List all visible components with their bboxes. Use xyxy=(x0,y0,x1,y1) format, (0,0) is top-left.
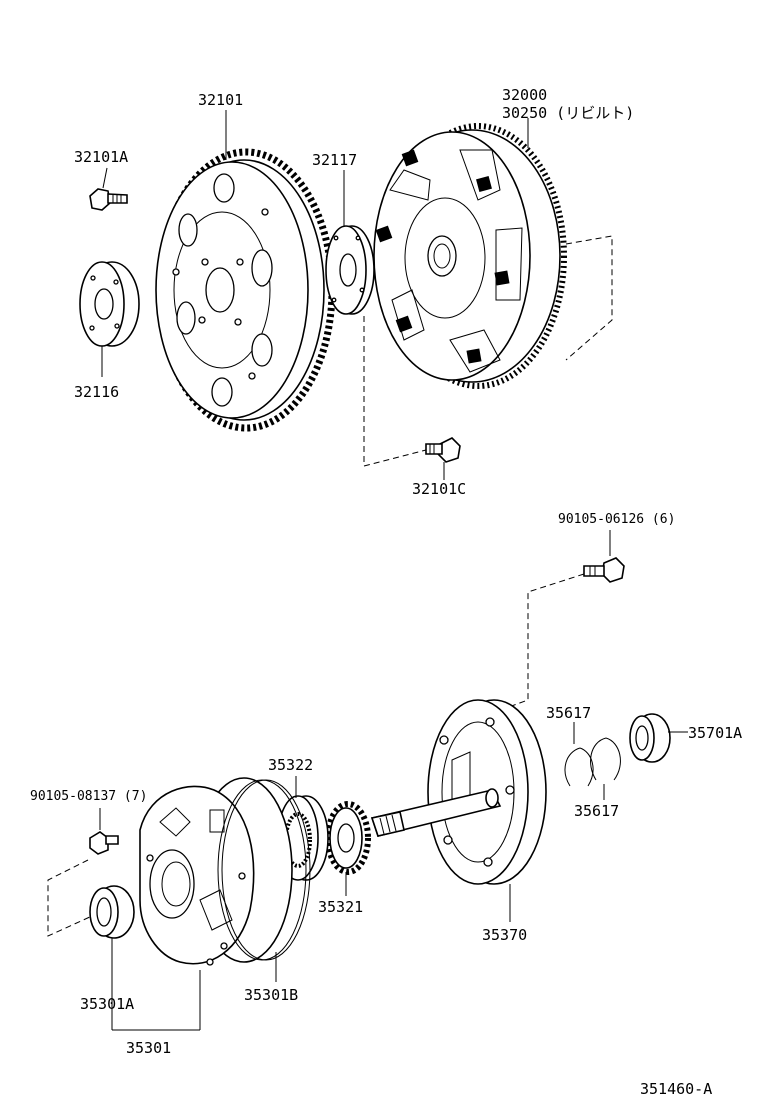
label-32101A: 32101A xyxy=(74,148,128,166)
snap-ring-35617-top[interactable] xyxy=(564,722,594,787)
label-35321: 35321 xyxy=(318,898,363,916)
label-90105-08137: 90105-08137 (7) xyxy=(30,789,147,804)
snap-ring-35617-bottom[interactable] xyxy=(590,737,621,800)
label-35370: 35370 xyxy=(482,926,527,944)
label-35301B: 35301B xyxy=(244,986,298,1004)
oil-seal-35701A[interactable] xyxy=(629,713,688,763)
label-35322: 35322 xyxy=(268,756,313,774)
label-32116: 32116 xyxy=(74,383,119,401)
spacer-32116[interactable] xyxy=(79,261,140,377)
label-35617-top: 35617 xyxy=(546,704,591,722)
label-32101C: 32101C xyxy=(412,480,466,498)
drive-plate-32101[interactable] xyxy=(155,110,336,432)
label-32117: 32117 xyxy=(312,151,357,169)
bolt-90105-08137[interactable] xyxy=(47,808,119,937)
label-35617-bottom: 35617 xyxy=(574,802,619,820)
torque-converter-32000[interactable] xyxy=(373,118,613,389)
label-35301: 35301 xyxy=(126,1039,171,1057)
label-32101: 32101 xyxy=(198,91,243,109)
label-90105-06126: 90105-06126 (6) xyxy=(558,512,675,527)
bolt-90105-06126[interactable] xyxy=(483,530,625,717)
bolt-32101C[interactable] xyxy=(363,316,461,480)
label-35701A: 35701A xyxy=(688,724,742,742)
o-ring-35301B[interactable] xyxy=(217,779,311,982)
gear-35321[interactable] xyxy=(325,801,371,896)
oil-seal-35301A[interactable] xyxy=(89,885,135,1030)
stator-shaft-35370[interactable] xyxy=(370,699,547,922)
plate-32117[interactable] xyxy=(325,170,375,315)
label-35301A: 35301A xyxy=(80,995,134,1013)
reference-code: 351460-A xyxy=(640,1080,712,1098)
bolt-32101A[interactable] xyxy=(89,167,128,211)
label-30250: 30250 (リビルト) xyxy=(502,104,634,122)
label-32000: 32000 xyxy=(502,86,547,104)
